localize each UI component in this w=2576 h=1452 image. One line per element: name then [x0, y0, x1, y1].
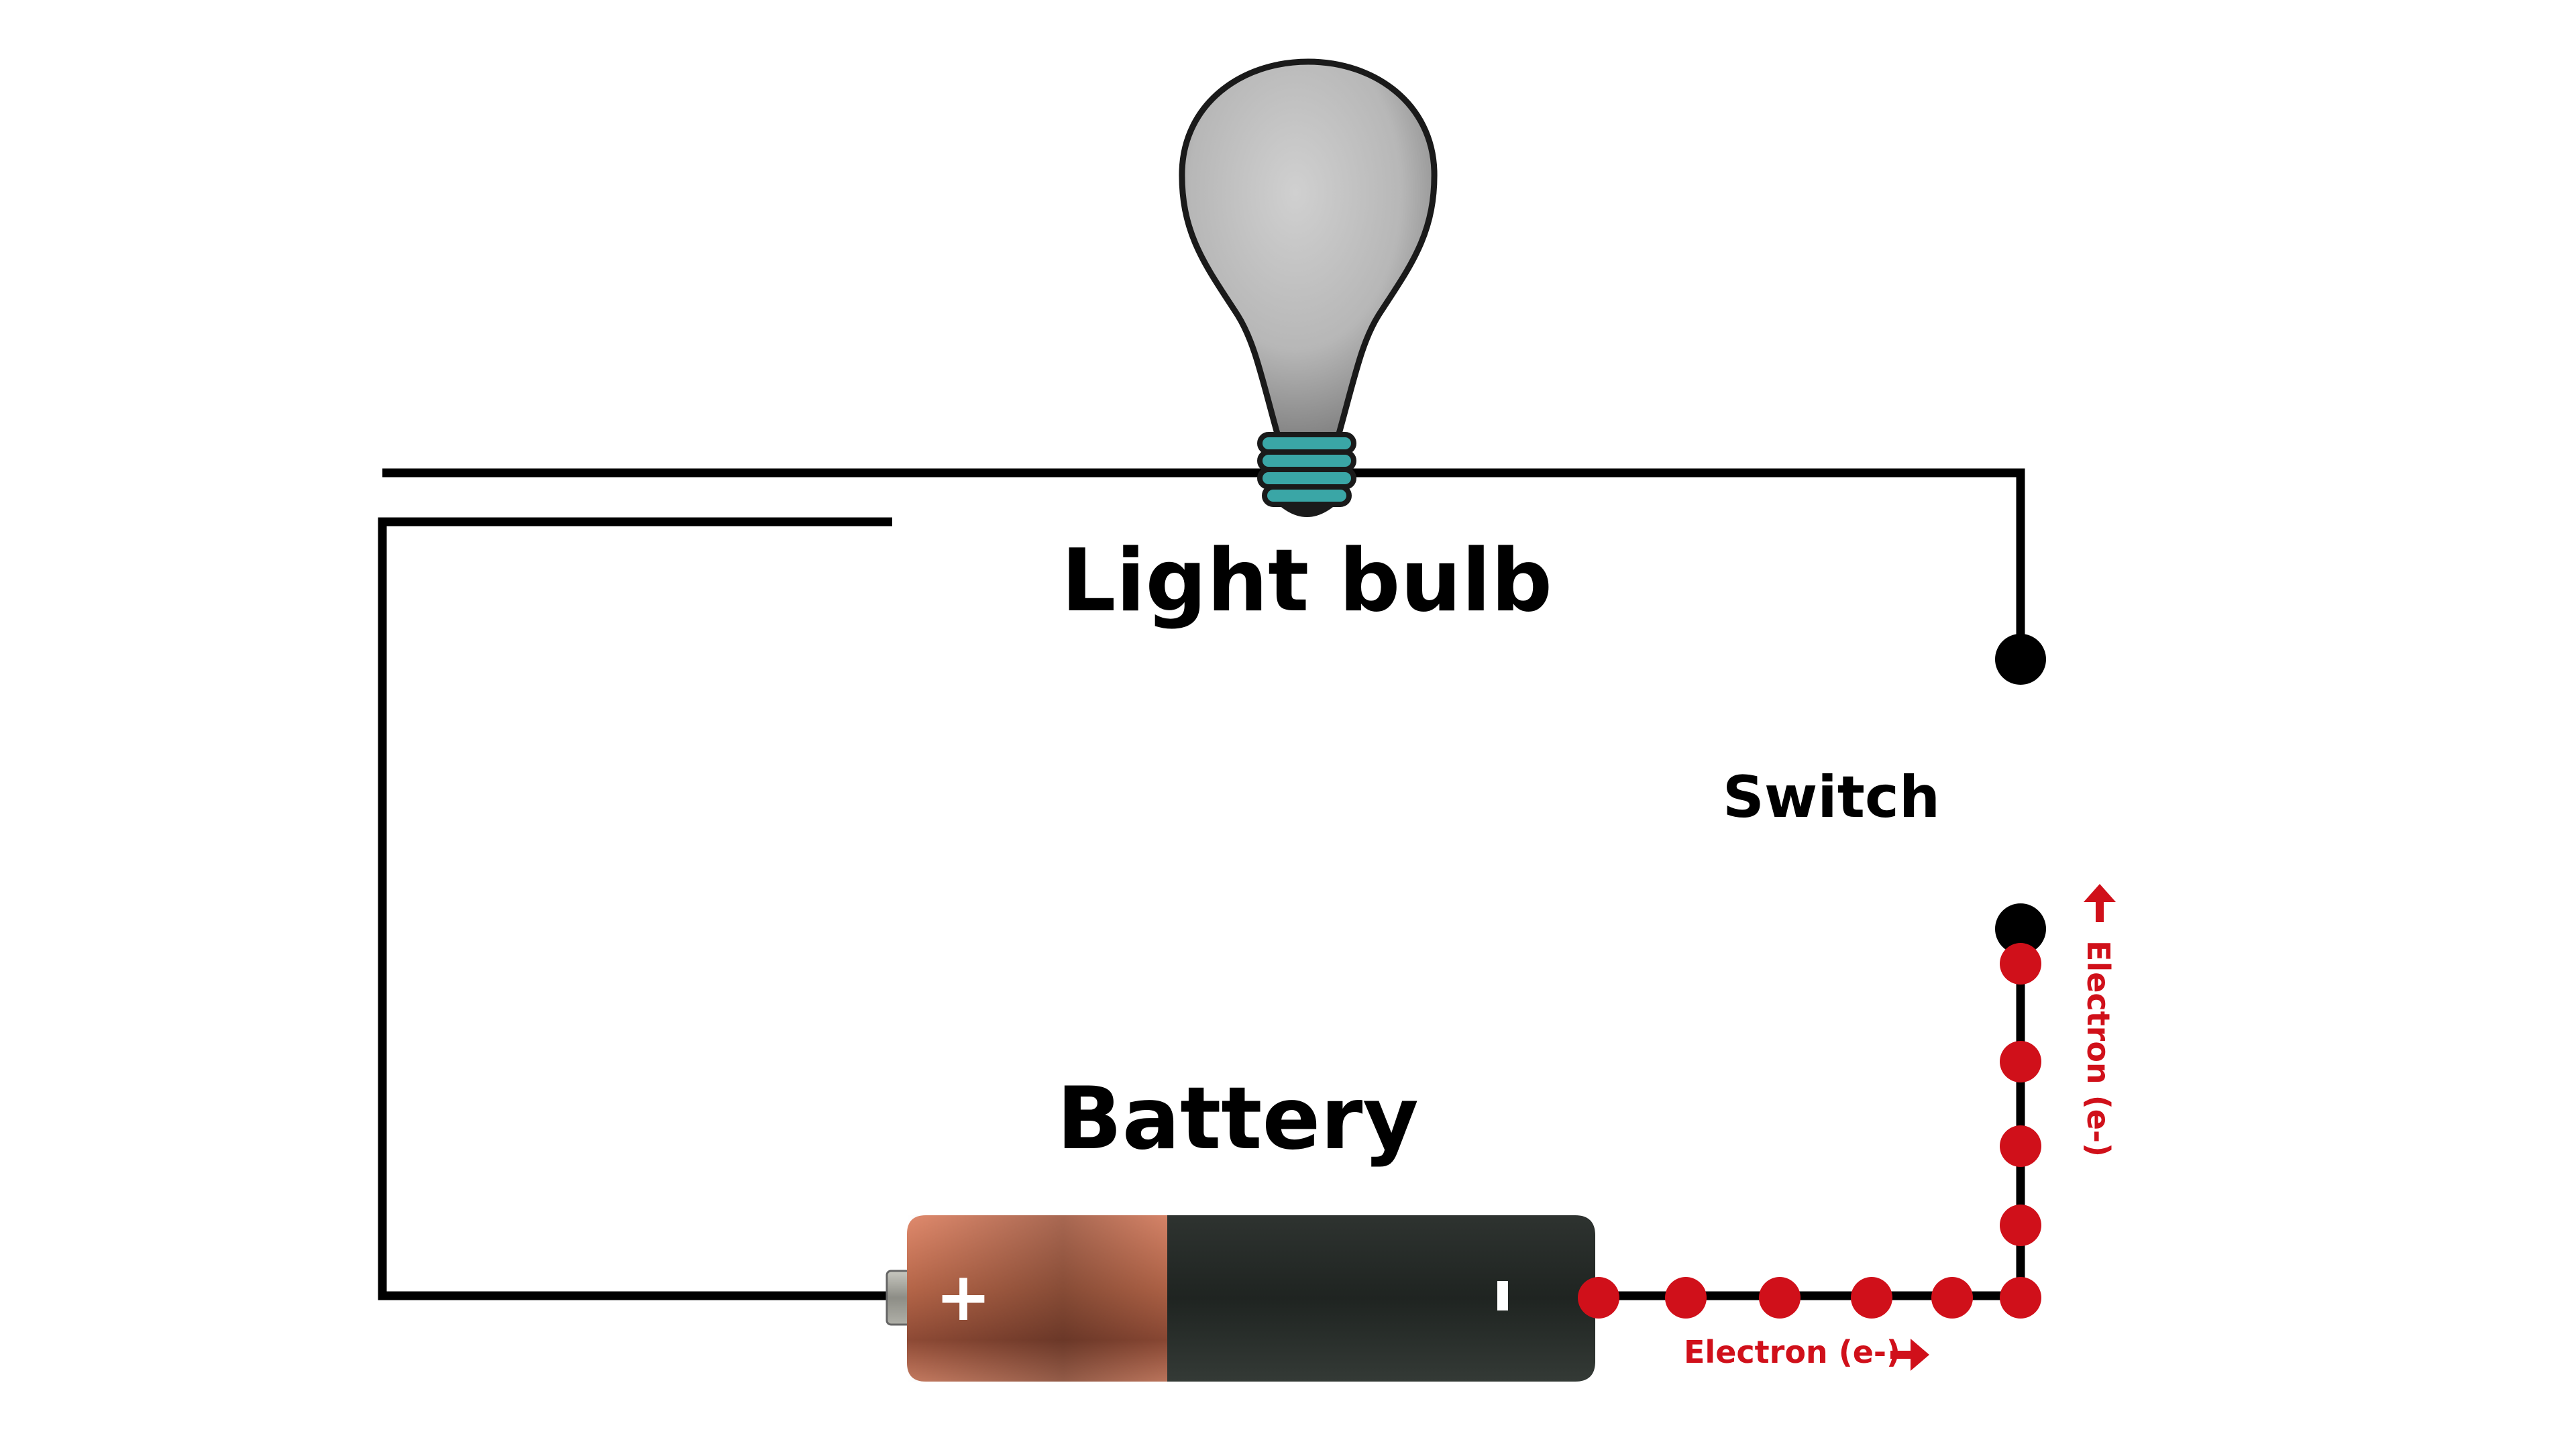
arrow-up-icon	[2084, 884, 2116, 922]
battery-positive-sign: +	[935, 1258, 991, 1336]
electron-row-horizontal	[1578, 1277, 2041, 1319]
wire-top-right	[1348, 468, 2025, 657]
electron-dot-icon	[2000, 1277, 2041, 1319]
electron-dot-icon	[1578, 1277, 1619, 1319]
light-bulb-icon	[1179, 58, 1438, 517]
electron-label-vertical-group: Electron (e-)	[2080, 884, 2116, 1157]
battery-icon: +	[885, 1215, 1595, 1382]
battery-negative-end	[1167, 1215, 1595, 1382]
switch-terminal-bottom	[1995, 903, 2046, 954]
light-bulb-label: Light bulb	[1061, 531, 1552, 631]
electron-dot-icon	[2000, 1125, 2041, 1167]
bulb-base	[1257, 432, 1356, 517]
electron-dot-icon	[2000, 1205, 2041, 1246]
wire-top-left	[378, 517, 896, 1300]
electron-dot-icon	[1851, 1277, 1892, 1319]
switch-label: Switch	[1723, 764, 1940, 831]
bulb-glass	[1179, 58, 1438, 439]
electron-label-horizontal: Electron (e-)	[1684, 1334, 1900, 1370]
electron-label-vertical: Electron (e-)	[2080, 940, 2116, 1157]
electron-dot-icon	[1759, 1277, 1801, 1319]
electron-label-horizontal-group: Electron (e-)	[1684, 1334, 1929, 1371]
switch-terminal-top	[1995, 634, 2046, 685]
electron-dot-icon	[2000, 1041, 2041, 1082]
battery-label: Battery	[1057, 1069, 1419, 1169]
electron-dot-icon	[1665, 1277, 1707, 1319]
battery-negative-sign	[1497, 1281, 1508, 1310]
electron-row-vertical	[2000, 943, 2041, 1246]
arrow-right-icon	[1890, 1339, 1929, 1371]
circuit-wires	[378, 468, 2025, 1300]
electron-dot-icon	[1931, 1277, 1973, 1319]
electron-dot-icon	[2000, 943, 2041, 985]
